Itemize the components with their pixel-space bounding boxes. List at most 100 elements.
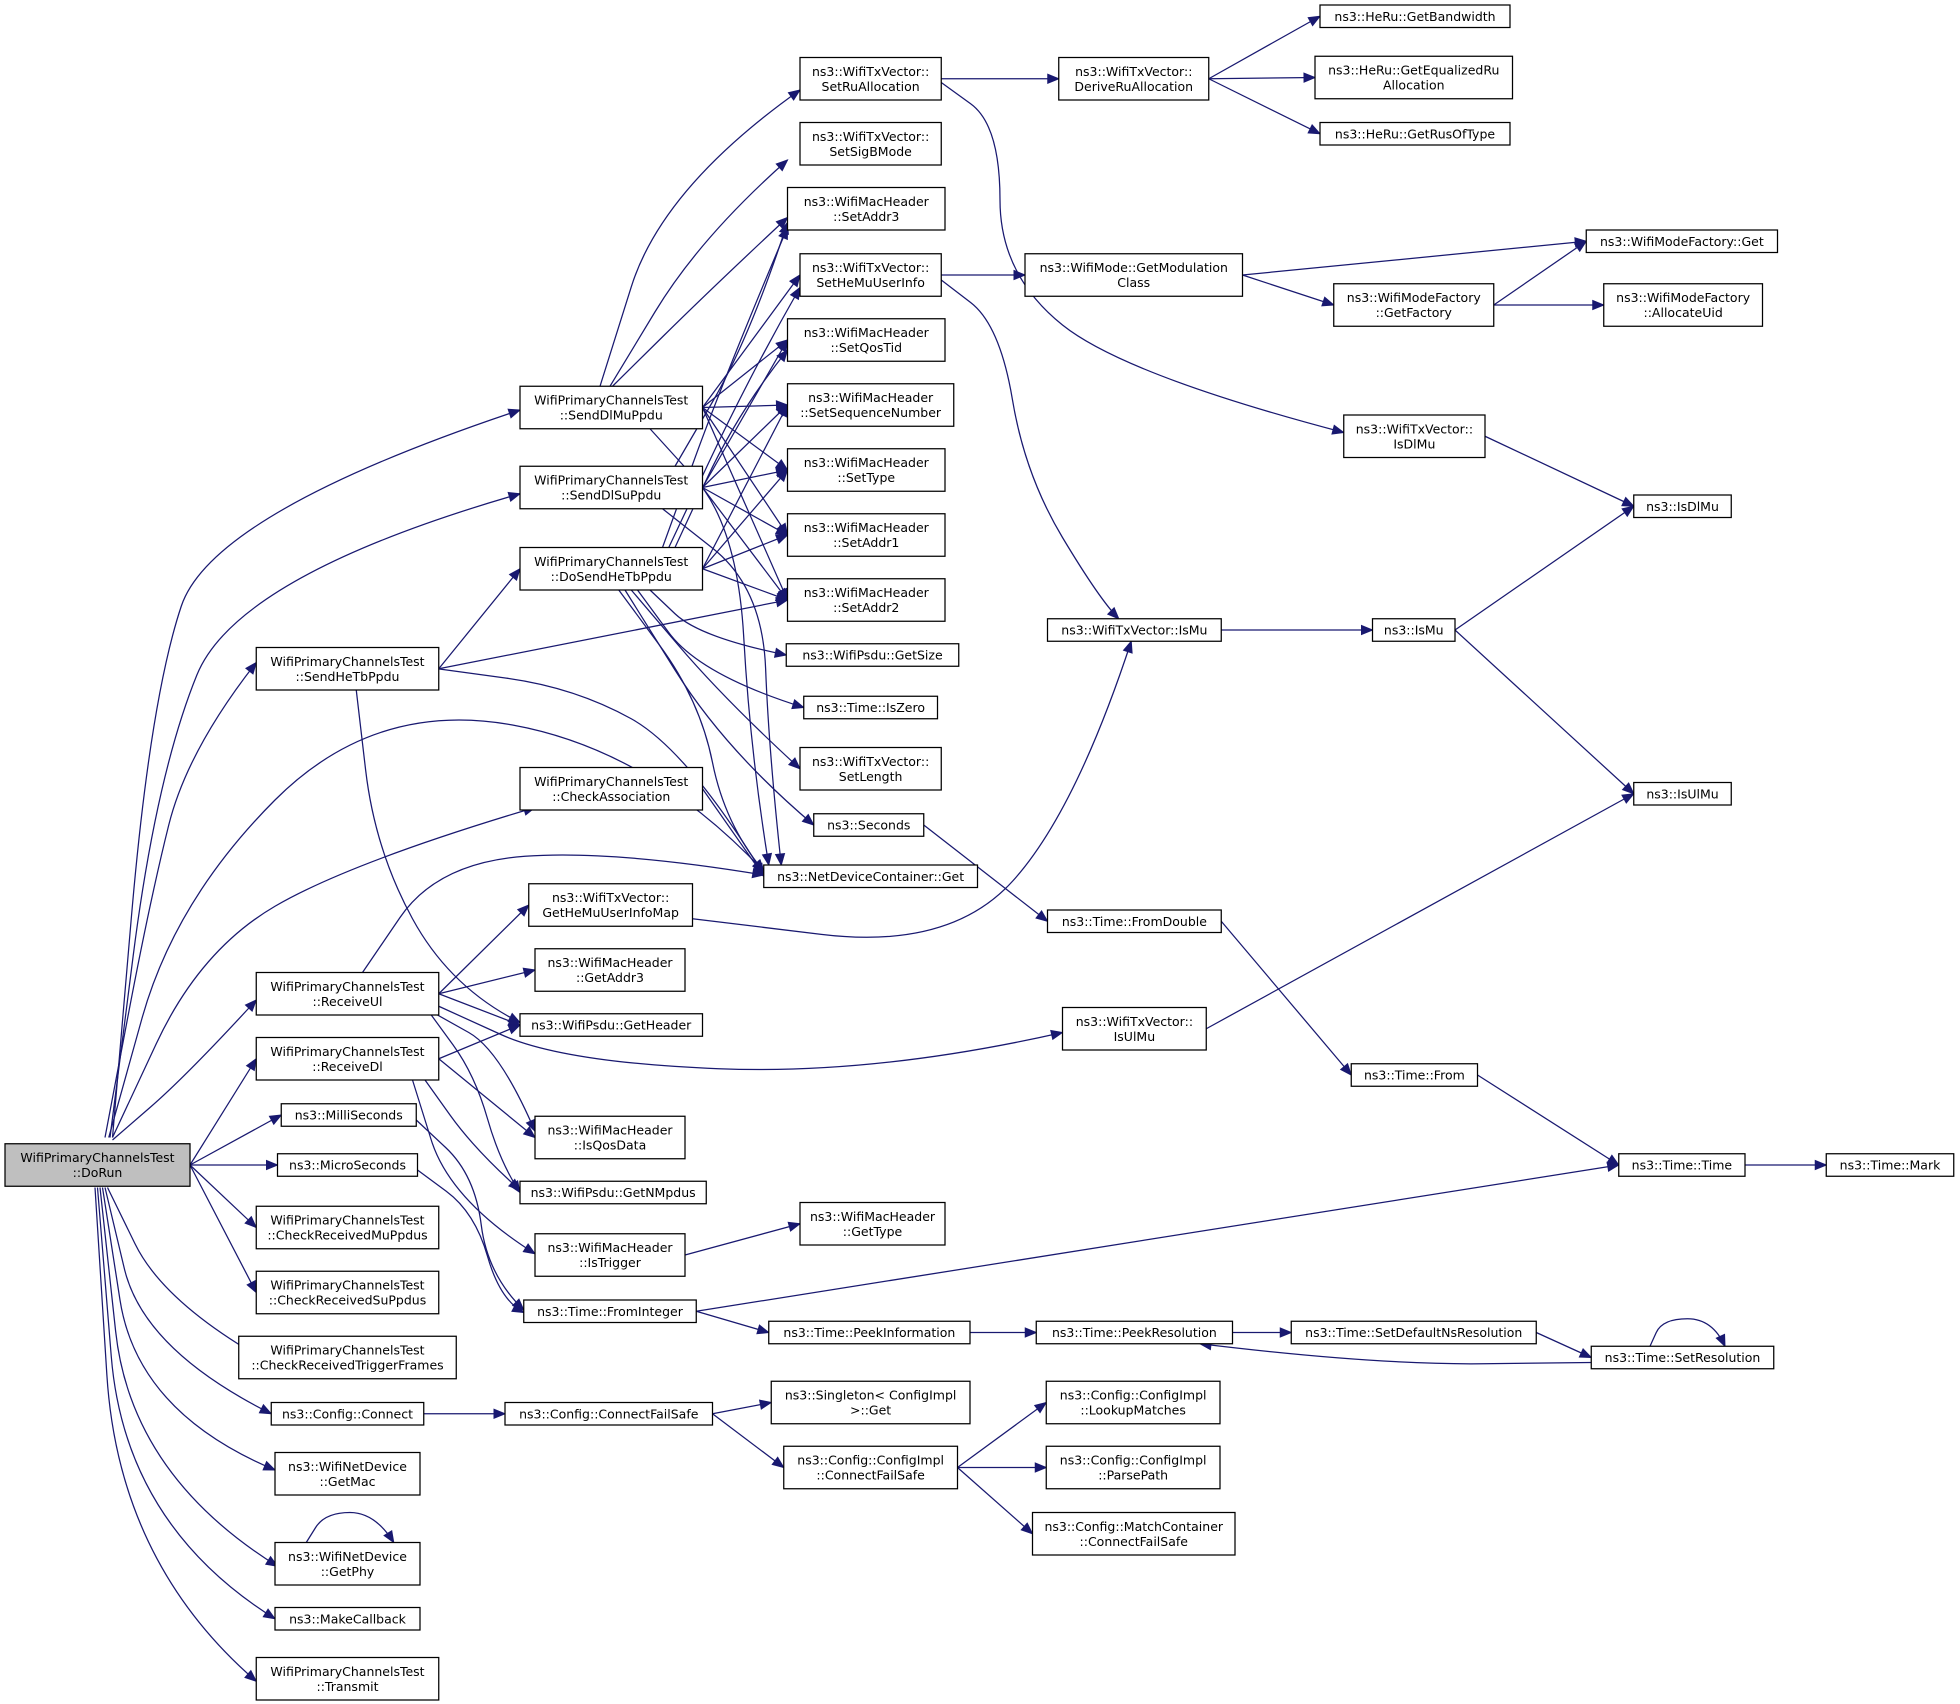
- node-box[interactable]: [786, 186, 946, 231]
- node-GetHeMuUserInfoMap[interactable]: ns3::WifiTxVector::GetHeMuUserInfoMap: [528, 883, 694, 927]
- node-box[interactable]: [534, 948, 686, 992]
- node-PeekResolution[interactable]: ns3::Time::PeekResolution: [1035, 1320, 1234, 1345]
- node-CheckReceivedTriggerFrames[interactable]: WifiPrimaryChannelsTest::CheckReceivedTr…: [238, 1335, 457, 1380]
- node-box[interactable]: [1590, 1345, 1775, 1370]
- node-box[interactable]: [1333, 283, 1495, 327]
- node-box[interactable]: [799, 253, 942, 297]
- node-FromInteger[interactable]: ns3::Time::FromInteger: [523, 1299, 697, 1324]
- node-box[interactable]: [1045, 1445, 1221, 1490]
- node-CheckAssociation[interactable]: WifiPrimaryChannelsTest::CheckAssociatio…: [519, 766, 704, 811]
- node-box[interactable]: [1024, 253, 1244, 297]
- node-SetHeMuUserInfo[interactable]: ns3::WifiTxVector::SetHeMuUserInfo: [799, 253, 942, 297]
- node-box[interactable]: [255, 1205, 440, 1250]
- node-box[interactable]: [1603, 283, 1764, 327]
- node-box[interactable]: [523, 1299, 697, 1324]
- node-DoSendHeTbPpdu[interactable]: WifiPrimaryChannelsTest::DoSendHeTbPpdu: [519, 546, 704, 591]
- node-box[interactable]: [785, 643, 960, 667]
- node-box[interactable]: [1825, 1153, 1955, 1177]
- node-box[interactable]: [1045, 1380, 1221, 1425]
- node-box[interactable]: [799, 121, 942, 166]
- node-box[interactable]: [768, 1320, 971, 1345]
- node-ParsePath[interactable]: ns3::Config::ConfigImpl::ParsePath: [1045, 1445, 1221, 1490]
- node-TxIsDlMu[interactable]: ns3::WifiTxVector::IsDlMu: [1343, 414, 1486, 459]
- node-DoRun[interactable]: WifiPrimaryChannelsTest::DoRun: [4, 1143, 191, 1187]
- node-MatchContainerConnect[interactable]: ns3::Config::MatchContainer::ConnectFail…: [1031, 1511, 1236, 1556]
- node-box[interactable]: [770, 1380, 971, 1425]
- node-ConfigConnect[interactable]: ns3::Config::Connect: [270, 1401, 425, 1426]
- node-box[interactable]: [763, 864, 979, 889]
- node-box[interactable]: [1343, 414, 1486, 459]
- node-SetAddr1[interactable]: ns3::WifiMacHeader::SetAddr1: [786, 513, 946, 557]
- node-CheckReceivedMuPpdus[interactable]: WifiPrimaryChannelsTest::CheckReceivedMu…: [255, 1205, 440, 1250]
- node-box[interactable]: [519, 465, 704, 510]
- node-box[interactable]: [280, 1103, 417, 1127]
- node-box[interactable]: [1290, 1320, 1537, 1345]
- node-box[interactable]: [519, 1013, 704, 1037]
- node-TimeTime[interactable]: ns3::Time::Time: [1618, 1153, 1746, 1177]
- node-box[interactable]: [799, 56, 942, 101]
- node-box[interactable]: [783, 1445, 959, 1490]
- node-PeekInformation[interactable]: ns3::Time::PeekInformation: [768, 1320, 971, 1345]
- node-box[interactable]: [274, 1451, 421, 1496]
- node-ReceiveDl[interactable]: WifiPrimaryChannelsTest::ReceiveDl: [255, 1036, 440, 1081]
- node-ReceiveUl[interactable]: WifiPrimaryChannelsTest::ReceiveUl: [255, 971, 440, 1016]
- node-box[interactable]: [1319, 121, 1511, 146]
- node-box[interactable]: [1633, 781, 1732, 806]
- node-box[interactable]: [1061, 1006, 1207, 1051]
- node-box[interactable]: [519, 385, 704, 430]
- node-box[interactable]: [270, 1401, 425, 1426]
- node-box[interactable]: [534, 1115, 686, 1160]
- node-box[interactable]: [519, 1180, 707, 1205]
- node-box[interactable]: [519, 546, 704, 591]
- node-GetBandwidth[interactable]: ns3::HeRu::GetBandwidth: [1319, 4, 1511, 29]
- node-SingletonGet[interactable]: ns3::Singleton< ConfigImpl >::Get: [770, 1380, 971, 1425]
- node-DeriveRuAllocation[interactable]: ns3::WifiTxVector::DeriveRuAllocation: [1058, 56, 1210, 101]
- node-GetNMpdus[interactable]: ns3::WifiPsdu::GetNMpdus: [519, 1180, 707, 1205]
- node-Seconds[interactable]: ns3::Seconds: [813, 813, 925, 837]
- node-box[interactable]: [255, 1270, 440, 1315]
- node-SetAddr2[interactable]: ns3::WifiMacHeader::SetAddr2: [786, 578, 946, 622]
- node-box[interactable]: [1319, 4, 1511, 29]
- node-Transmit[interactable]: WifiPrimaryChannelsTest::Transmit: [255, 1656, 440, 1701]
- node-IsMu[interactable]: ns3::IsMu: [1371, 618, 1456, 642]
- node-AllocateUid[interactable]: ns3::WifiModeFactory::AllocateUid: [1603, 283, 1764, 327]
- node-TxIsMu[interactable]: ns3::WifiTxVector::IsMu: [1046, 618, 1222, 642]
- node-GetMac[interactable]: ns3::WifiNetDevice::GetMac: [274, 1451, 421, 1496]
- node-SetLength[interactable]: ns3::WifiTxVector::SetLength: [799, 746, 942, 791]
- node-box[interactable]: [4, 1143, 191, 1187]
- node-IsUlMu[interactable]: ns3::IsUlMu: [1633, 781, 1732, 806]
- node-box[interactable]: [1618, 1153, 1746, 1177]
- node-MicroSeconds[interactable]: ns3::MicroSeconds: [276, 1153, 419, 1177]
- node-TimeIsZero[interactable]: ns3::Time::IsZero: [803, 695, 939, 720]
- node-FactoryGet[interactable]: ns3::WifiModeFactory::Get: [1585, 229, 1779, 254]
- node-box[interactable]: [1585, 229, 1779, 254]
- node-box[interactable]: [803, 695, 939, 720]
- node-box[interactable]: [1058, 56, 1210, 101]
- node-IsTrigger[interactable]: ns3::WifiMacHeader::IsTrigger: [534, 1233, 686, 1277]
- node-IsQosData[interactable]: ns3::WifiMacHeader::IsQosData: [534, 1115, 686, 1160]
- node-ConnectFailSafe[interactable]: ns3::Config::ConnectFailSafe: [504, 1401, 714, 1426]
- node-FromDouble[interactable]: ns3::Time::FromDouble: [1046, 909, 1222, 934]
- node-box[interactable]: [1314, 55, 1514, 100]
- node-MakeCallback[interactable]: ns3::MakeCallback: [274, 1606, 421, 1631]
- node-box[interactable]: [255, 971, 440, 1016]
- node-box[interactable]: [1371, 618, 1456, 642]
- node-box[interactable]: [238, 1335, 457, 1380]
- node-box[interactable]: [1046, 909, 1222, 934]
- node-box[interactable]: [1046, 618, 1222, 642]
- node-box[interactable]: [255, 1036, 440, 1081]
- node-SetSigBMode[interactable]: ns3::WifiTxVector::SetSigBMode: [799, 121, 942, 166]
- node-box[interactable]: [255, 1656, 440, 1701]
- node-box[interactable]: [786, 448, 946, 492]
- node-SetQosTid[interactable]: ns3::WifiMacHeader::SetQosTid: [786, 318, 946, 362]
- node-LookupMatches[interactable]: ns3::Config::ConfigImpl::LookupMatches: [1045, 1380, 1221, 1425]
- node-box[interactable]: [786, 513, 946, 557]
- node-SetSequenceNumber[interactable]: ns3::WifiMacHeader::SetSequenceNumber: [786, 383, 955, 427]
- node-NetDeviceContainerGet[interactable]: ns3::NetDeviceContainer::Get: [763, 864, 979, 889]
- node-ImplConnectFailSafe[interactable]: ns3::Config::ConfigImpl::ConnectFailSafe: [783, 1445, 959, 1490]
- node-GetAddr3[interactable]: ns3::WifiMacHeader::GetAddr3: [534, 948, 686, 992]
- node-box[interactable]: [1633, 494, 1732, 519]
- node-SetType[interactable]: ns3::WifiMacHeader::SetType: [786, 448, 946, 492]
- node-SendDlSuPpdu[interactable]: WifiPrimaryChannelsTest::SendDlSuPpdu: [519, 465, 704, 510]
